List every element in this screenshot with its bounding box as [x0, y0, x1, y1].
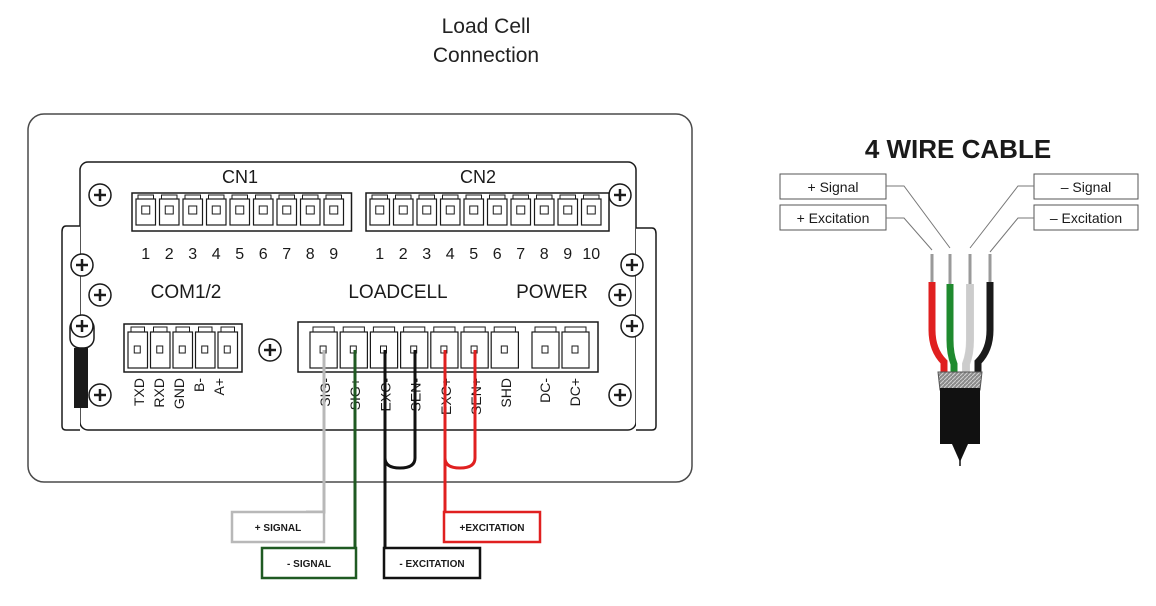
cn1-pin: [205, 194, 227, 226]
cable-label-minus-signal: – Signal: [1061, 179, 1112, 195]
cn1-pin-number: 2: [165, 246, 174, 263]
cn1-pin-number: 5: [235, 246, 244, 263]
power-terminal: [561, 326, 590, 369]
cn2-pin: [533, 194, 555, 226]
cn1-pin-number: 9: [329, 246, 338, 263]
cn2-pin-number: 4: [446, 246, 455, 263]
cn1-pin-number: 7: [282, 246, 291, 263]
com-terminal: [194, 326, 216, 369]
wire-sense-minus-jumper: [383, 350, 417, 470]
cable-label-box-minus-signal: [1033, 173, 1139, 200]
cn2-pin: [439, 194, 461, 226]
cn1-pin: [276, 194, 298, 226]
com-label: COM1/2: [151, 282, 222, 303]
cn2-label: CN2: [460, 167, 496, 187]
power-terminal-label: DC+: [567, 378, 583, 406]
cn2-pin-number: 2: [399, 246, 408, 263]
cable-label-box-plus-signal: [779, 173, 887, 200]
label-plus-excitation: +EXCITATION: [460, 523, 525, 534]
cable-label-plus-excitation: + Excitation: [797, 210, 870, 226]
cn1-pin-number: 8: [306, 246, 315, 263]
cn1-pin: [299, 194, 321, 226]
screw-icon: [620, 253, 644, 277]
cn2-pin: [557, 194, 579, 226]
cn2-pin: [486, 194, 508, 226]
cn1-pin-number: 4: [212, 246, 221, 263]
screw-icon: [70, 253, 94, 277]
cable-label-minus-excitation: – Excitation: [1050, 210, 1122, 226]
screw-icon: [88, 183, 112, 207]
cn2-pin: [416, 194, 438, 226]
power-label: POWER: [516, 282, 588, 303]
cn2-pin: [392, 194, 414, 226]
com-terminal-label: RXD: [151, 378, 167, 408]
cn1-pin: [323, 194, 345, 226]
com-terminal-label: B-: [191, 378, 207, 392]
cn2-pin: [510, 194, 532, 226]
cn1-pin: [229, 194, 251, 226]
cn2-pin: [369, 194, 391, 226]
loadcell-terminal: [490, 326, 520, 369]
right-bracket: [636, 227, 657, 431]
cn1-pin-number: 6: [259, 246, 268, 263]
cn1-pin-number: 3: [188, 246, 197, 263]
cable-leader-lines: [886, 185, 1034, 253]
com-terminal: [217, 326, 239, 369]
cable-title: 4 WIRE CABLE: [865, 134, 1051, 164]
cn1-pin: [158, 194, 180, 226]
screw-icon: [88, 283, 112, 307]
cn2-pin: [463, 194, 485, 226]
com-terminal: [172, 326, 194, 369]
screw-icon: [608, 183, 632, 207]
loadcell-label: LOADCELL: [348, 282, 447, 303]
label-minus-signal: - SIGNAL: [287, 559, 331, 570]
cn2-pin-number: 7: [516, 246, 525, 263]
screw-icon: [620, 314, 644, 338]
cable-label-plus-signal: + Signal: [808, 179, 859, 195]
cn2-pin-number: 1: [375, 246, 384, 263]
loadcell-terminal-label: SHD: [498, 378, 514, 408]
com-terminal: [149, 326, 171, 369]
cn2-pin-number: 10: [582, 246, 600, 263]
cn2-pin: [580, 194, 602, 226]
diagram-title: Load Cell Connection: [386, 12, 586, 70]
cn2-pin-number: 9: [563, 246, 572, 263]
power-terminal-label: DC-: [537, 378, 553, 403]
cable-illustration: [928, 254, 994, 466]
label-minus-excitation: - EXCITATION: [399, 559, 464, 570]
cn2-pin-number: 6: [493, 246, 502, 263]
cn1-label: CN1: [222, 167, 258, 187]
com-terminal-label: TXD: [131, 378, 147, 406]
screw-icon: [258, 338, 282, 362]
title-line-2: Connection: [432, 44, 540, 67]
screw-icon: [608, 383, 632, 407]
wire-sense-plus-jumper: [443, 350, 477, 470]
com-terminal-label: GND: [171, 378, 187, 409]
cn2-pin-number: 8: [540, 246, 549, 263]
title-line-1: Load Cell: [441, 15, 531, 38]
cable-label-box-minus-excitation: [1033, 204, 1139, 231]
cable-label-box-plus-excitation: [779, 204, 887, 231]
screw-icon: [608, 283, 632, 307]
cn1-pin: [252, 194, 274, 226]
cn2-pin-number: 5: [469, 246, 478, 263]
cn1-pin-number: 1: [141, 246, 150, 263]
cn2-pin-number: 3: [422, 246, 431, 263]
cn1-pin: [182, 194, 204, 226]
screw-icon: [70, 314, 94, 338]
power-terminal: [531, 326, 560, 369]
com-terminal-label: A+: [211, 378, 227, 396]
label-plus-signal: + SIGNAL: [255, 523, 301, 534]
screw-icon: [88, 383, 112, 407]
com-terminal: [127, 326, 149, 369]
cn1-pin: [135, 194, 157, 226]
